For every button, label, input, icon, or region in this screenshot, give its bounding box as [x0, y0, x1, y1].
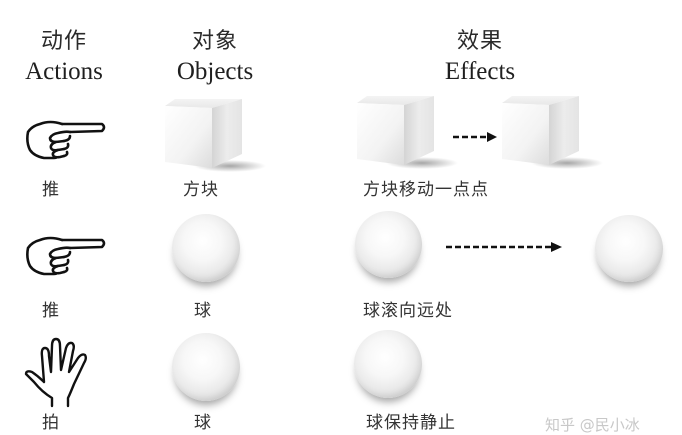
watermark: 知乎 @民小冰	[545, 416, 640, 434]
ball-icon	[595, 215, 663, 282]
pointing-hand-icon	[26, 236, 106, 276]
row1-action-label: 推	[42, 180, 60, 200]
row1-object-label: 方块	[183, 180, 219, 200]
header-objects-zh: 对象	[191, 29, 238, 54]
ball-icon	[355, 211, 422, 278]
row3-action-label: 拍	[42, 413, 60, 433]
row2-action-label: 推	[42, 301, 60, 321]
header-actions-en: Actions	[25, 58, 103, 85]
cube-icon	[502, 96, 603, 169]
row3-effect-label: 球保持静止	[366, 413, 456, 433]
header-objects-en: Objects	[176, 58, 254, 85]
row2-effect-label: 球滚向远处	[363, 301, 453, 321]
header-actions-zh: 动作	[40, 29, 87, 54]
ball-icon	[172, 333, 240, 401]
pointing-hand-icon	[26, 120, 106, 160]
header-objects: 对象 Objects	[165, 30, 265, 86]
ball-icon	[354, 330, 422, 398]
cube-icon	[165, 99, 266, 172]
header-effects: 效果 Effects	[435, 30, 525, 86]
long-dashed-arrow-icon	[446, 242, 562, 252]
row2-object-label: 球	[194, 301, 212, 321]
open-hand-icon	[24, 337, 87, 408]
header-effects-zh: 效果	[456, 29, 503, 54]
short-dashed-arrow-icon	[453, 132, 497, 142]
cube-icon	[357, 96, 458, 169]
header-actions: 动作 Actions	[18, 30, 110, 86]
row1-effect-label: 方块移动一点点	[363, 180, 489, 200]
row3-object-label: 球	[194, 413, 212, 433]
header-effects-en: Effects	[444, 58, 516, 85]
ball-icon	[172, 214, 240, 282]
